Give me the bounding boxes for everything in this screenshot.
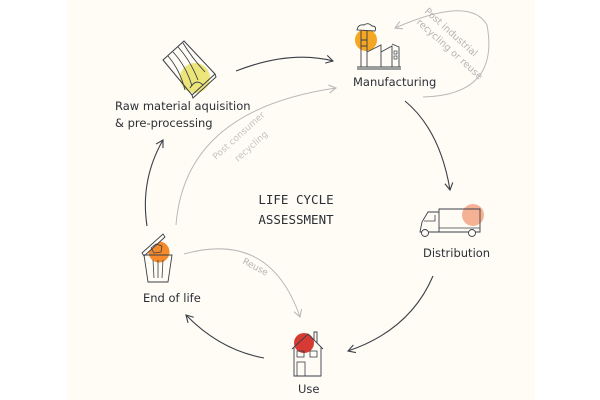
truck-accent: [462, 204, 484, 226]
factory-icon: [355, 23, 401, 70]
arrow-use-to-end-of-life: [185, 314, 265, 359]
wood-plank-icon: [162, 40, 217, 99]
house-accent: [294, 333, 314, 353]
raw-material-line2: & pre-processing: [115, 116, 213, 130]
arrow-reuse: [183, 248, 303, 319]
lifecycle-diagram: Post industrial recycling or reuse Post …: [66, 0, 535, 400]
arrow-distribution-to-use: [346, 275, 434, 354]
title-line2: ASSESSMENT: [258, 212, 334, 227]
arrow-end-of-life-to-raw: [144, 139, 164, 227]
diagram-title: LIFE CYCLE ASSESSMENT: [236, 190, 356, 230]
stage-label-use: Use: [298, 382, 320, 396]
house-icon: [291, 331, 324, 377]
stage-label-raw-material: Raw material aquisition & pre-processing: [115, 98, 251, 132]
trash-bin-icon: [141, 233, 173, 283]
title-line1: LIFE CYCLE: [258, 192, 334, 207]
raw-material-line1: Raw material aquisition: [115, 99, 251, 113]
truck-icon: [419, 204, 484, 237]
arrow-manufacturing-to-distribution: [404, 100, 454, 192]
reuse-label: Reuse: [241, 257, 270, 279]
arrow-raw-to-manufacturing: [235, 54, 335, 72]
arrow-post-industrial-loop: [393, 10, 490, 98]
stage-label-end-of-life: End of life: [143, 291, 201, 305]
diagram-svg: Post industrial recycling or reuse Post …: [141, 6, 490, 377]
stage-label-manufacturing: Manufacturing: [353, 75, 437, 89]
arrow-post-consumer-recycling: [175, 84, 338, 226]
stage-label-distribution: Distribution: [423, 246, 491, 260]
